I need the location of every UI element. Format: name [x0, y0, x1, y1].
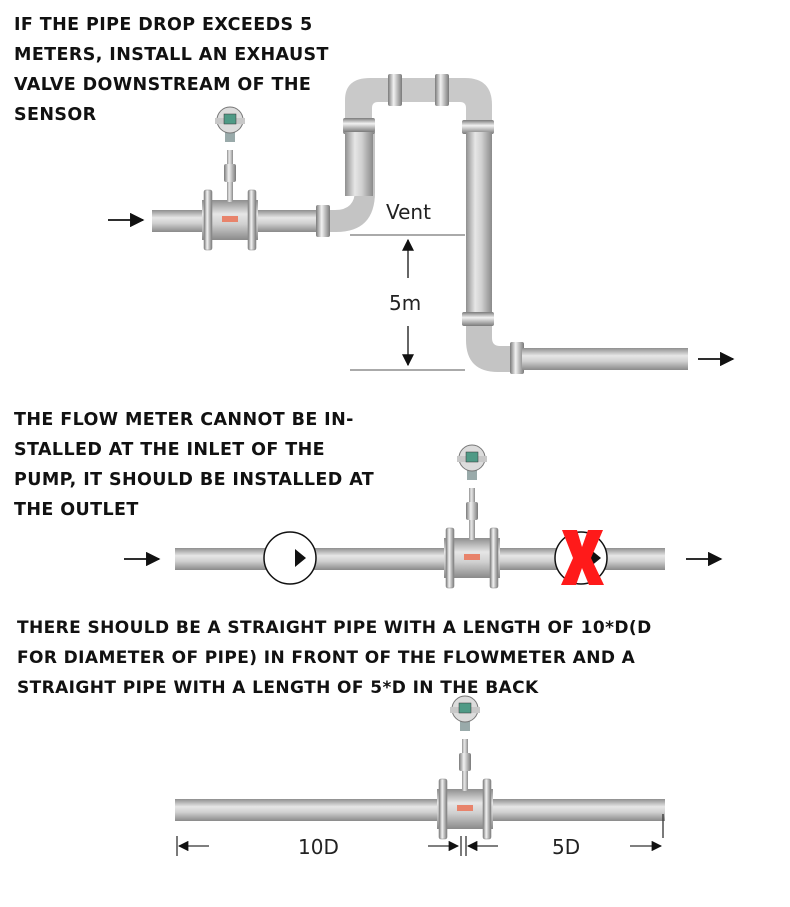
bottom-elbow-pipe: [466, 326, 514, 372]
straight-pipe-note: THERE SHOULD BE A STRAIGHT PIPE WITH A L…: [17, 613, 652, 703]
note-line: VALVE DOWNSTREAM OF THE: [14, 75, 312, 95]
vent-label: Vent: [386, 200, 431, 224]
top-bend-pipe: [345, 78, 492, 122]
pump-outlet-symbol: [263, 531, 317, 585]
note-line: STRAIGHT PIPE WITH A LENGTH OF 5*D IN TH…: [17, 678, 539, 698]
pipe-collar: [343, 118, 375, 132]
exhaust-valve-note: IF THE PIPE DROP EXCEEDS 5 METERS, INSTA…: [14, 10, 329, 130]
straight-pipe: [175, 799, 665, 821]
note-line: SENSOR: [14, 105, 97, 125]
pump-outlet-note: THE FLOW METER CANNOT BE IN- STALLED AT …: [14, 405, 374, 525]
pump-diagram: [124, 444, 723, 589]
note-line: METERS, INSTALL AN EXHAUST: [14, 45, 329, 65]
exhaust-diagram: Vent 5m: [108, 74, 735, 374]
downstream-length-label: 5D: [552, 835, 580, 859]
pipe-collar: [510, 342, 524, 374]
note-line: THERE SHOULD BE A STRAIGHT PIPE WITH A L…: [17, 618, 652, 638]
flow-meter-icon: [443, 444, 501, 589]
wrong-position-cross-icon: [561, 530, 604, 585]
note-line: STALLED AT THE INLET OF THE: [14, 440, 326, 460]
pipe-collar: [435, 74, 449, 106]
pipe-collar: [316, 205, 330, 237]
note-line: PUMP, IT SHOULD BE INSTALLED AT: [14, 470, 375, 490]
upstream-length-label: 10D: [298, 835, 339, 859]
drop-label: 5m: [389, 291, 421, 315]
outlet-pipe: [522, 348, 688, 370]
note-line: THE FLOW METER CANNOT BE IN-: [14, 410, 354, 430]
straight-pipe-diagram: 10D 5D: [175, 695, 665, 859]
pipe-collar: [388, 74, 402, 106]
pipe-collar: [462, 312, 494, 326]
note-line: IF THE PIPE DROP EXCEEDS 5: [14, 15, 313, 35]
note-line: THE OUTLET: [14, 500, 139, 520]
down-pipe: [466, 132, 492, 322]
pipe-collar: [462, 120, 494, 134]
flow-meter-icon: [436, 695, 494, 840]
play-icon: [295, 549, 306, 567]
flow-meter-icon: [201, 106, 259, 251]
note-line: FOR DIAMETER OF PIPE) IN FRONT OF THE FL…: [17, 648, 636, 668]
